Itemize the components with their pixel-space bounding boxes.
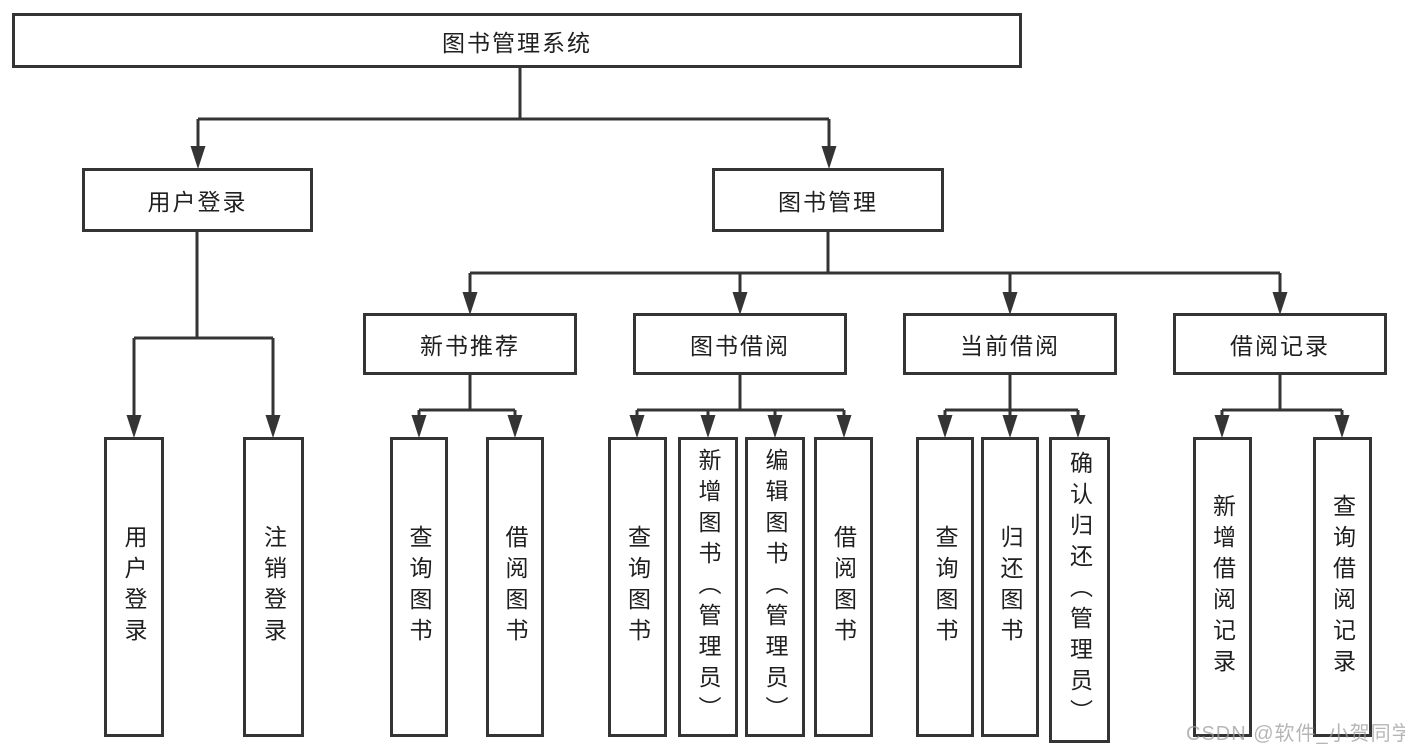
leaf-borrow-books-recommend: 借阅图书 (486, 437, 544, 737)
leaf-add-books-admin: 新增图书（管理员） (678, 437, 738, 737)
leaf-add-borrow-record: 新增借阅记录 (1193, 437, 1252, 737)
node-new-book-recommend: 新书推荐 (363, 313, 577, 375)
leaf-query-borrow-record: 查询借阅记录 (1313, 437, 1372, 737)
leaf-query-books-borrow: 查询图书 (608, 437, 667, 737)
leaf-edit-books-admin: 编辑图书（管理员） (745, 437, 805, 737)
leaf-user-login: 用户登录 (104, 437, 164, 737)
csdn-watermark: CSDN @软件_小贺同学 (1186, 723, 1405, 745)
leaf-query-books-recommend: 查询图书 (390, 437, 448, 737)
leaf-query-books-current: 查询图书 (916, 437, 974, 737)
node-current-borrow: 当前借阅 (903, 313, 1117, 375)
node-book-management: 图书管理 (712, 168, 944, 232)
leaf-return-books: 归还图书 (981, 437, 1039, 737)
node-book-borrow: 图书借阅 (633, 313, 847, 375)
node-user-login: 用户登录 (82, 168, 313, 232)
leaf-logout: 注销登录 (243, 437, 304, 737)
node-library-system: 图书管理系统 (12, 13, 1022, 68)
node-borrow-records: 借阅记录 (1173, 313, 1387, 375)
leaf-confirm-return-admin: 确认归还（管理员） (1049, 437, 1110, 743)
leaf-borrow-books: 借阅图书 (814, 437, 873, 737)
